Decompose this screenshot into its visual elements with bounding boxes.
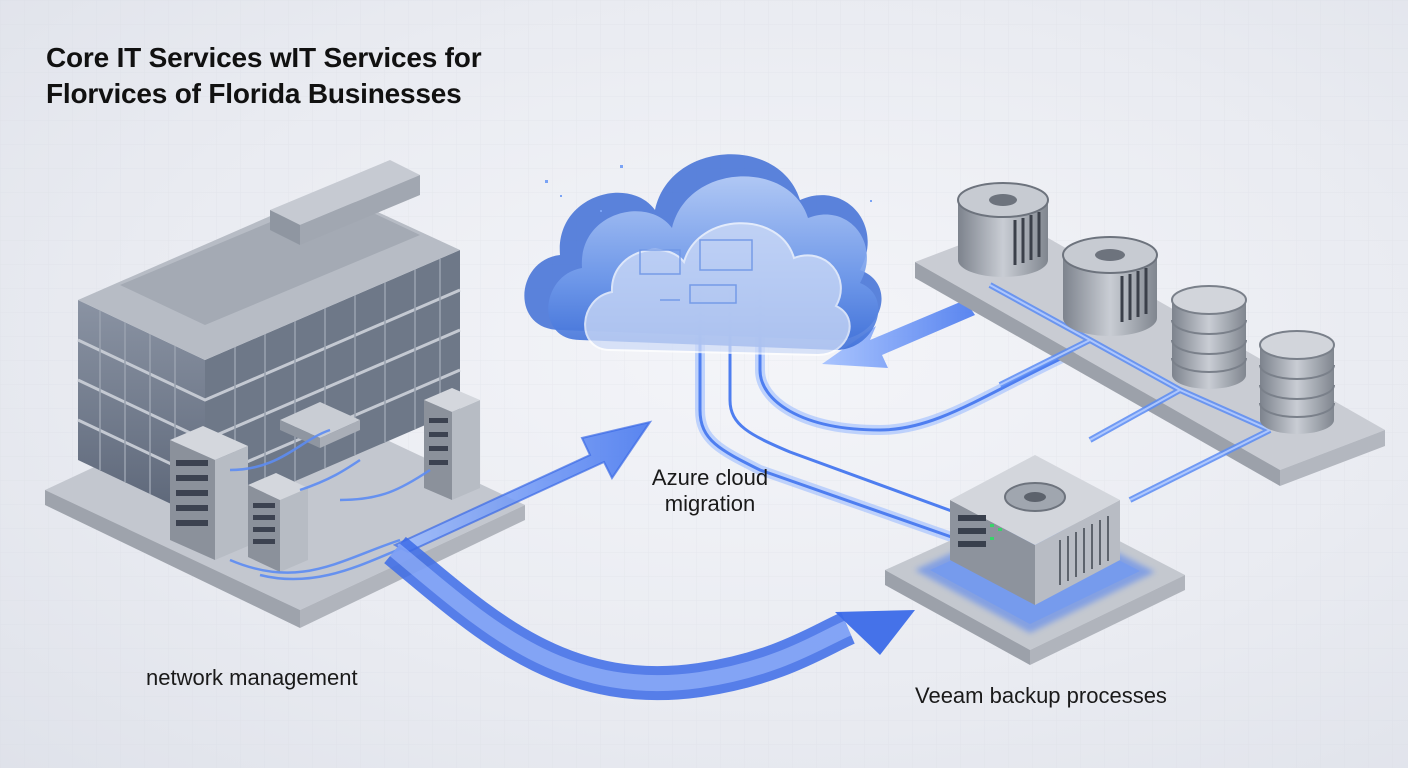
page-title: Core IT Services wIT Services for Florvi… [46, 40, 482, 112]
storage-drum-2 [1062, 236, 1158, 336]
storage-drum-1 [957, 182, 1049, 277]
veeam-backup-label: Veeam backup processes [915, 683, 1167, 708]
cloud-pipes [695, 290, 1093, 545]
server-rack-right [424, 388, 480, 500]
network-cables [229, 428, 431, 581]
storage-drum-4 [1259, 330, 1335, 434]
server-rack-middle [248, 473, 308, 572]
title-line-1: Core IT Services wIT Services for [46, 42, 482, 73]
veeam-backup-server [885, 455, 1185, 665]
server-rack-left [170, 426, 248, 560]
title-line-2: Florvices of Florida Businesses [46, 78, 462, 109]
azure-cloud-migration-label: Azure cloud migration [645, 465, 775, 517]
azure-label-line-2: migration [664, 491, 756, 516]
arrow-to-cloud [392, 420, 653, 554]
azure-cloud [524, 154, 882, 357]
arrow-to-veeam [384, 536, 915, 701]
azure-label-line-1: Azure cloud [651, 465, 769, 490]
arrow-from-storage [822, 300, 975, 368]
network-management-label: network management [146, 665, 358, 690]
storage-drum-3 [1171, 285, 1247, 389]
